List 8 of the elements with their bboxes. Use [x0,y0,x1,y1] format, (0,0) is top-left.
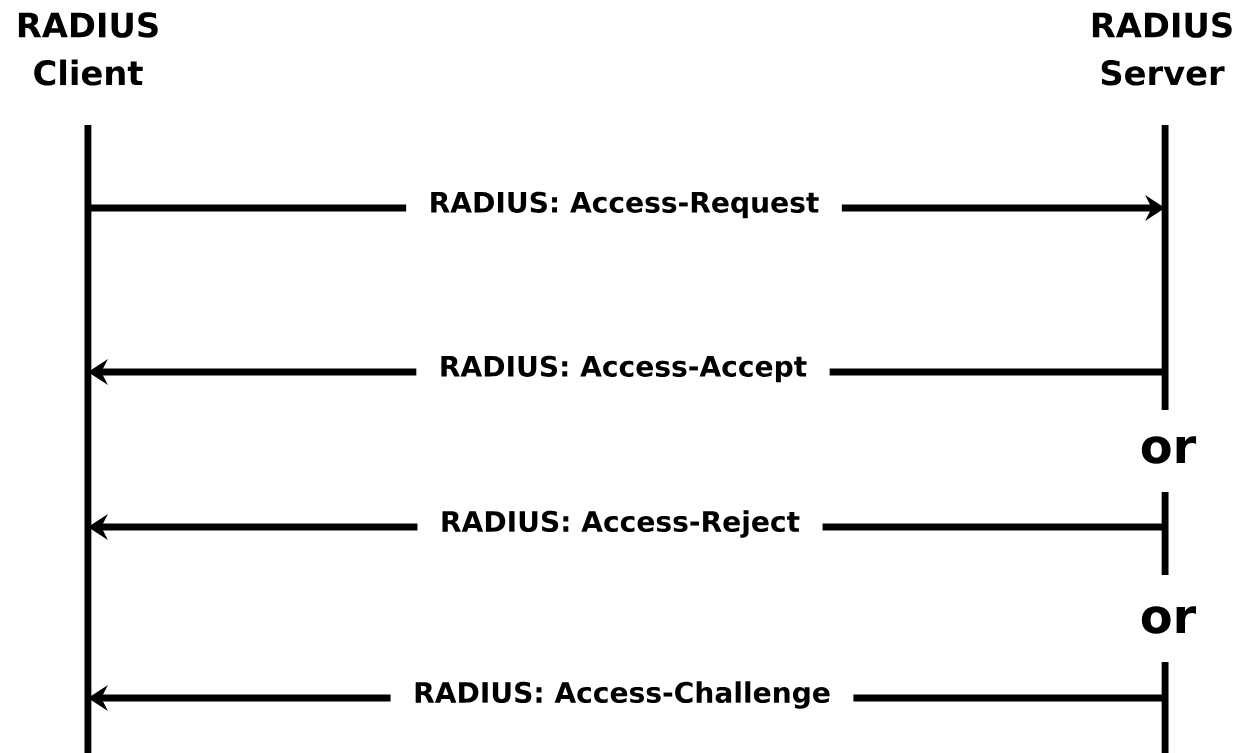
or-label: or [1141,606,1197,634]
edge-label: RADIUS: Access-Accept [416,350,830,388]
edge-label: RADIUS: Access-Request [406,186,842,224]
edge-label: RADIUS: Access-Challenge [390,675,854,715]
edge-label: RADIUS: Access-Reject [417,504,823,544]
or-label: or [1141,436,1197,464]
participant-label: RADIUS Server [1092,12,1232,86]
participant-label: RADIUS Client [18,12,158,86]
